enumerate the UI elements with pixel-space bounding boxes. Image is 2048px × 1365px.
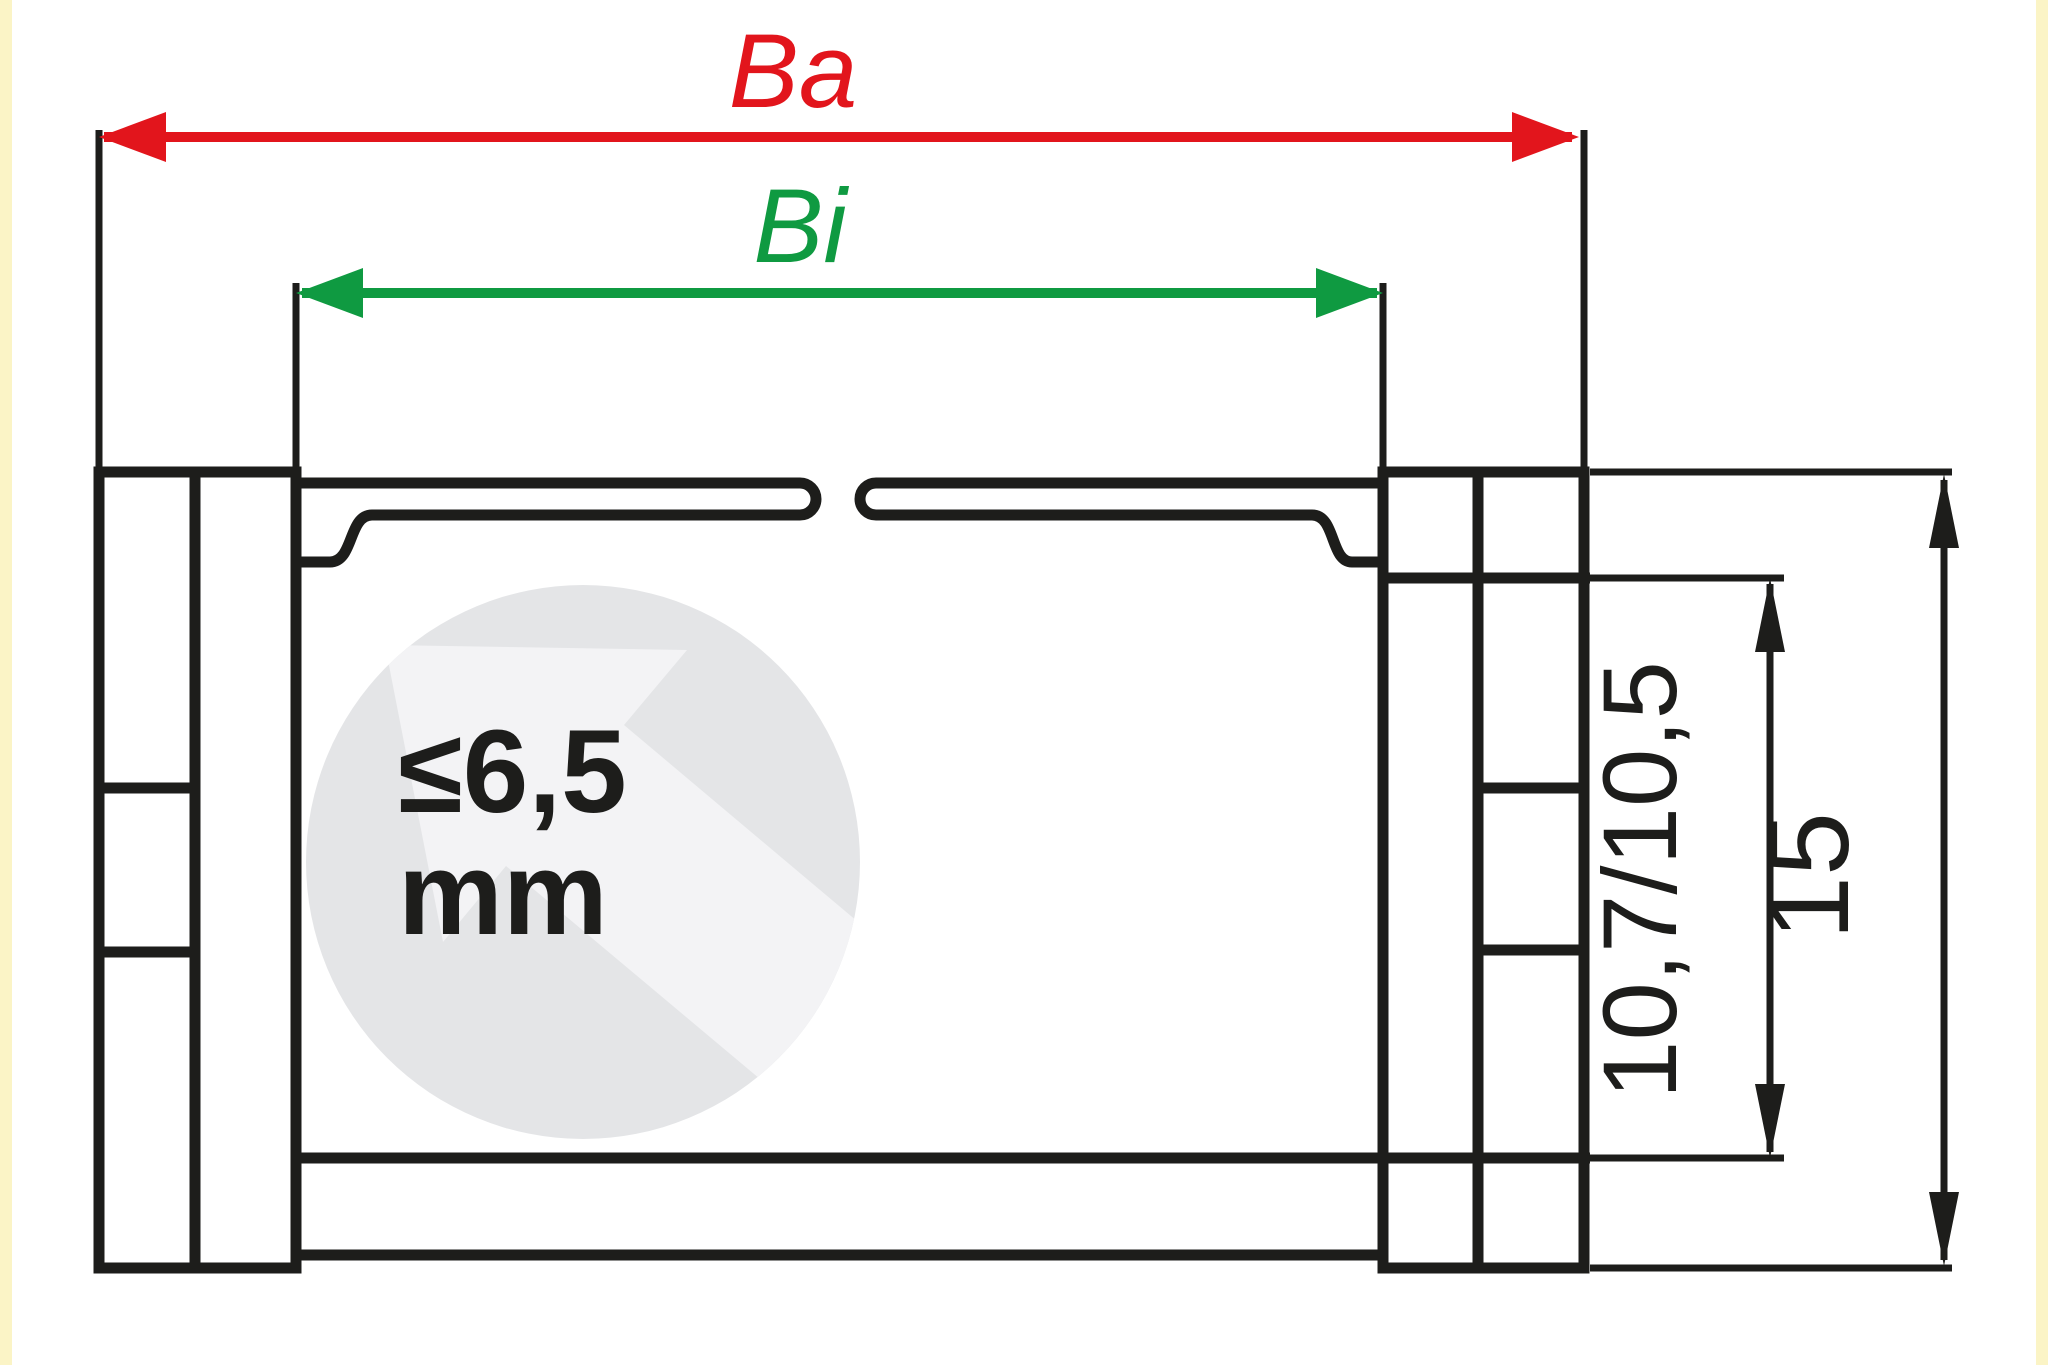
dim-inner-height: 10,7/10,5 [1582, 578, 1785, 1158]
cable-diameter-text: ≤6,5 mm [398, 706, 627, 960]
up-left-arrow-icon [385, 645, 860, 1136]
cable-diameter-pictogram [306, 585, 860, 1139]
arrowhead-outer-height-top [1929, 474, 1959, 548]
arrowhead-bi-right [1316, 268, 1383, 318]
crossbar-left-half [296, 477, 822, 568]
arrowhead-ba-right [1512, 112, 1579, 162]
arrowhead-ba-left [99, 112, 166, 162]
arrowhead-outer-height-bottom [1929, 1192, 1959, 1266]
label-inner-width: Bi [753, 168, 849, 285]
crossbar-right-half [854, 477, 1383, 568]
dim-outer-width: Ba [99, 13, 1579, 162]
chain-body-outline [93, 466, 1590, 1274]
paper-background [12, 0, 2036, 1365]
label-outer-height: 15 [1745, 812, 1873, 940]
label-inner-height: 10,7/10,5 [1582, 661, 1699, 1099]
extension-lines [95, 130, 1952, 1272]
label-cable-diameter-value: ≤6,5 [398, 706, 627, 838]
arrowhead-bi-left [296, 268, 363, 318]
dim-outer-height: 15 [1745, 474, 1959, 1266]
label-outer-width: Ba [729, 13, 857, 130]
arrowhead-inner-height-bottom [1755, 1084, 1785, 1158]
label-cable-diameter-unit: mm [398, 828, 608, 960]
arrowhead-inner-height-top [1755, 578, 1785, 652]
dim-inner-width: Bi [296, 168, 1383, 318]
